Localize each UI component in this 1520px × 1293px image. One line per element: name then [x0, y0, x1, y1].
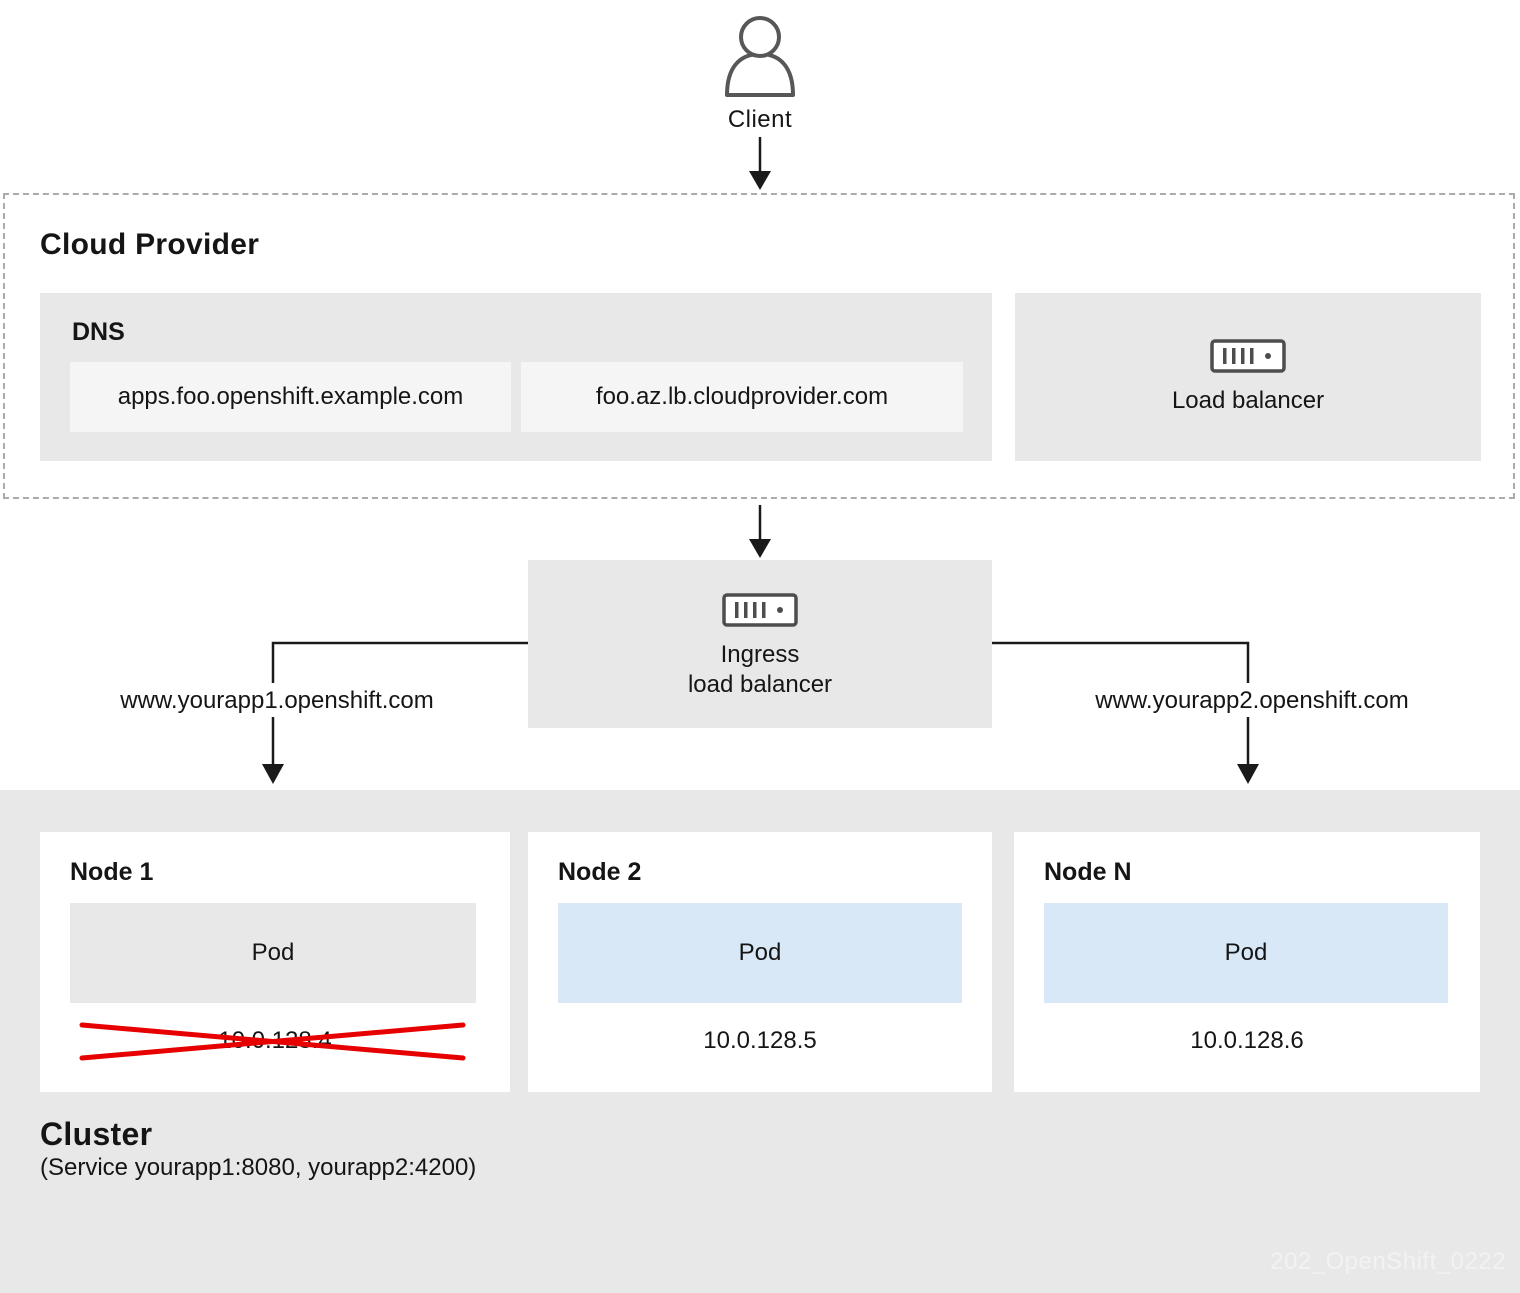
- server-icon: [1210, 339, 1286, 378]
- cluster-title: Cluster: [40, 1116, 153, 1152]
- cluster-subtitle: (Service yourapp1:8080, yourapp2:4200): [40, 1154, 477, 1181]
- route-url-right: www.yourapp2.openshift.com: [1095, 687, 1409, 714]
- cloud-to-ingress-arrow: [749, 505, 771, 558]
- load-balancer-label: Load balancer: [1171, 387, 1325, 414]
- ingress-label-line1: Ingress: [720, 641, 800, 668]
- node-box-1: Node 1 Pod 10.0.128.4: [40, 832, 510, 1092]
- route-url-left: www.yourapp1.openshift.com: [120, 687, 434, 714]
- node-title: Node N: [1044, 858, 1132, 886]
- dns-entry: apps.foo.openshift.example.com: [70, 362, 511, 432]
- node-title: Node 2: [558, 858, 642, 886]
- ingress-label-line2: load balancer: [687, 671, 833, 698]
- client-person-icon: [721, 16, 799, 98]
- node-box-n: Node N Pod 10.0.128.6: [1014, 832, 1480, 1092]
- dns-entry: foo.az.lb.cloudprovider.com: [521, 362, 963, 432]
- node-ip: 10.0.128.6: [1190, 1027, 1304, 1054]
- pod-box: Pod: [1044, 903, 1448, 1003]
- node-ip: 10.0.128.4: [218, 1027, 332, 1054]
- load-balancer-box: Load balancer: [1015, 293, 1481, 461]
- pod-box: Pod: [70, 903, 476, 1003]
- pod-box: Pod: [558, 903, 962, 1003]
- ingress-load-balancer-box: Ingress load balancer: [528, 560, 992, 728]
- watermark: 202_OpenShift_0222: [1270, 1248, 1506, 1275]
- node-title: Node 1: [70, 858, 154, 886]
- client-label: Client: [727, 106, 793, 133]
- node-ip: 10.0.128.5: [703, 1027, 817, 1054]
- node-box-2: Node 2 Pod 10.0.128.5: [528, 832, 992, 1092]
- dns-label: DNS: [72, 318, 125, 346]
- client-to-cloud-arrow: [749, 137, 771, 190]
- cloud-provider-title: Cloud Provider: [40, 228, 260, 261]
- server-icon: [722, 593, 798, 632]
